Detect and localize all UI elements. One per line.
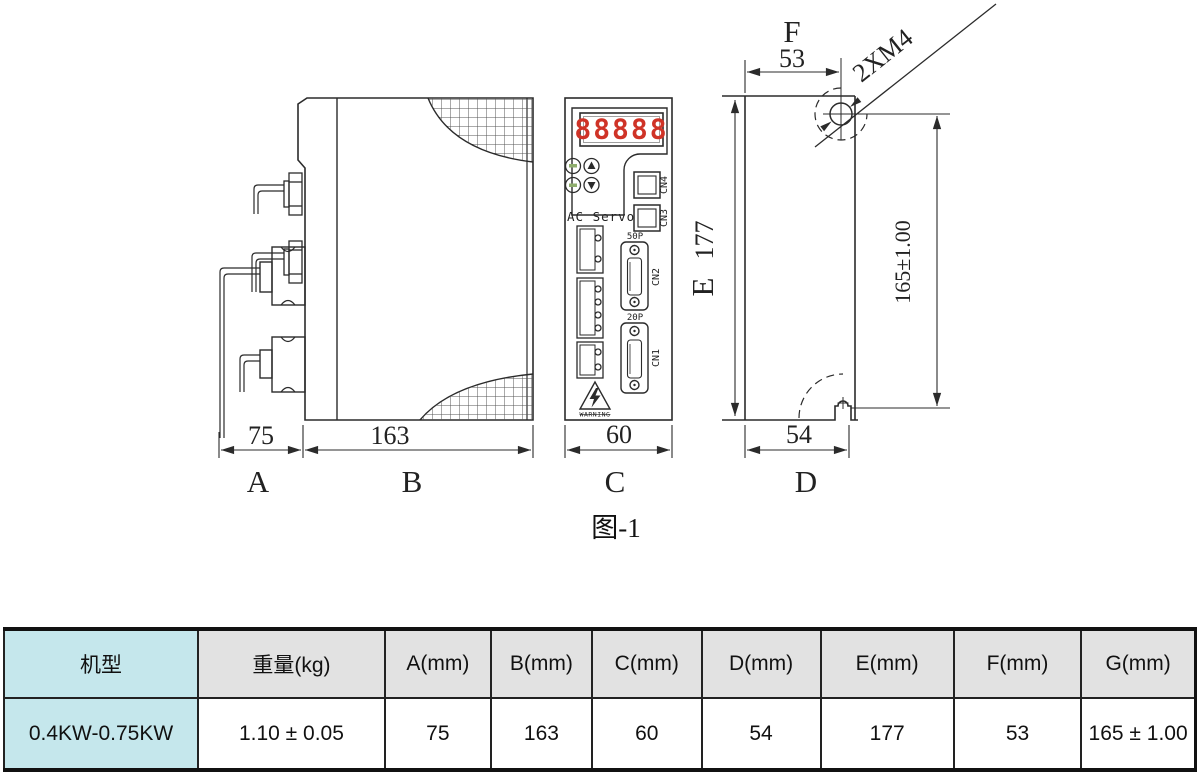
cn1-connector <box>620 322 649 394</box>
warning-label: WARNING <box>580 411 611 419</box>
spec-header-row: 机型 重量(kg) A(mm) B(mm) C(mm) D(mm) E(mm) … <box>2 628 1197 699</box>
vent-curve-bottom <box>419 373 534 421</box>
slot-center-mark <box>837 397 849 409</box>
dim-f-label: F <box>783 14 800 49</box>
mode-button-text-mark <box>569 164 577 168</box>
dim-a-value: 75 <box>248 421 274 450</box>
dim-f-lines <box>744 60 839 93</box>
side-view-dimensions <box>218 425 534 458</box>
spec-table: 机型 重量(kg) A(mm) B(mm) C(mm) D(mm) E(mm) … <box>2 627 1197 772</box>
dim-g-lines <box>851 113 950 409</box>
cable-connector-small-1 <box>253 172 303 216</box>
warning-triangle-icon <box>578 380 612 410</box>
slot-dashed-arc <box>798 373 844 419</box>
thread-note: 2XM4 <box>847 23 918 88</box>
dim-f-value: 53 <box>779 44 805 73</box>
dim-b-label: B <box>402 464 423 499</box>
terminal-block-2 <box>576 277 604 339</box>
vent-hatch-top <box>428 98 533 162</box>
set-button-text-mark <box>569 183 577 187</box>
dim-c-label: C <box>605 464 626 499</box>
figure-caption: 图-1 <box>591 513 641 543</box>
cell-e: 177 <box>819 697 955 771</box>
cn1-label: CN1 <box>651 349 662 367</box>
front-view: 88888 AC Servo <box>564 97 673 499</box>
cn4-connector <box>633 171 661 199</box>
vent-curve-top <box>427 97 534 163</box>
dimension-drawing: 75 A 163 B 88888 <box>218 3 997 543</box>
back-view: 2XM4 F 53 177 E 165±1.00 <box>685 3 997 499</box>
cn3-connector <box>633 204 661 232</box>
terminal-block-1 <box>576 225 604 274</box>
cell-c: 60 <box>591 697 703 771</box>
terminal-block-3 <box>576 341 604 379</box>
led-display-value: 88888 <box>574 113 668 146</box>
front-view-dimensions <box>564 425 673 458</box>
dim-c-value: 60 <box>606 420 632 449</box>
header-model: 机型 <box>2 628 200 699</box>
header-b: B(mm) <box>489 628 594 699</box>
cn2-connector <box>620 241 649 311</box>
dim-g-value: 165±1.00 <box>890 220 915 304</box>
header-d: D(mm) <box>700 628 822 699</box>
cable-connector-large-2 <box>239 336 306 393</box>
cn4-label: CN4 <box>659 176 670 194</box>
cell-a: 75 <box>383 697 492 771</box>
up-button[interactable] <box>583 157 600 175</box>
header-a: A(mm) <box>383 628 492 699</box>
dim-d-value: 54 <box>786 420 812 449</box>
header-f: F(mm) <box>952 628 1083 699</box>
dim-e-value: 177 <box>690 221 719 260</box>
front-view-body <box>564 97 673 421</box>
cell-weight: 1.10 ± 0.05 <box>197 697 386 771</box>
cable-connector-small-2 <box>251 240 303 292</box>
dim-a-label: A <box>247 464 270 499</box>
panel-buttons <box>564 157 600 194</box>
spec-table-container: 机型 重量(kg) A(mm) B(mm) C(mm) D(mm) E(mm) … <box>2 627 1197 772</box>
header-c: C(mm) <box>591 628 703 699</box>
cn2-label: CN2 <box>651 268 662 286</box>
down-arrow-icon <box>587 182 596 190</box>
cell-g: 165 ± 1.00 <box>1080 697 1197 771</box>
led-display <box>579 112 664 147</box>
dim-b-value: 163 <box>371 421 410 450</box>
cell-b: 163 <box>489 697 594 771</box>
bottom-edge-with-slot <box>722 400 858 421</box>
header-g: G(mm) <box>1080 628 1197 699</box>
dim-d-lines <box>744 425 850 458</box>
dim-e-label: E <box>685 278 720 297</box>
mode-button[interactable] <box>564 157 582 175</box>
vent-hatch-bottom <box>420 374 533 420</box>
cable-connector-large-1 <box>219 246 306 438</box>
spec-data-row: 0.4KW-0.75KW 1.10 ± 0.05 75 163 60 54 17… <box>2 697 1197 771</box>
side-view: 75 A 163 B <box>218 97 534 499</box>
cell-f: 53 <box>952 697 1083 771</box>
cell-d: 54 <box>700 697 822 771</box>
brand-label: AC Servo <box>567 209 635 224</box>
set-button[interactable] <box>564 176 582 194</box>
down-button[interactable] <box>583 176 600 194</box>
cell-model: 0.4KW-0.75KW <box>2 697 200 771</box>
up-arrow-icon <box>587 161 596 169</box>
header-e: E(mm) <box>819 628 955 699</box>
thread-leader <box>814 3 997 148</box>
dim-d-label: D <box>795 464 817 499</box>
control-panel-outline <box>571 107 668 216</box>
cn2-pin-count: 50P <box>627 232 644 242</box>
cn1-pin-count: 20P <box>627 313 644 323</box>
header-weight: 重量(kg) <box>197 628 386 699</box>
cn3-label: CN3 <box>659 209 670 227</box>
